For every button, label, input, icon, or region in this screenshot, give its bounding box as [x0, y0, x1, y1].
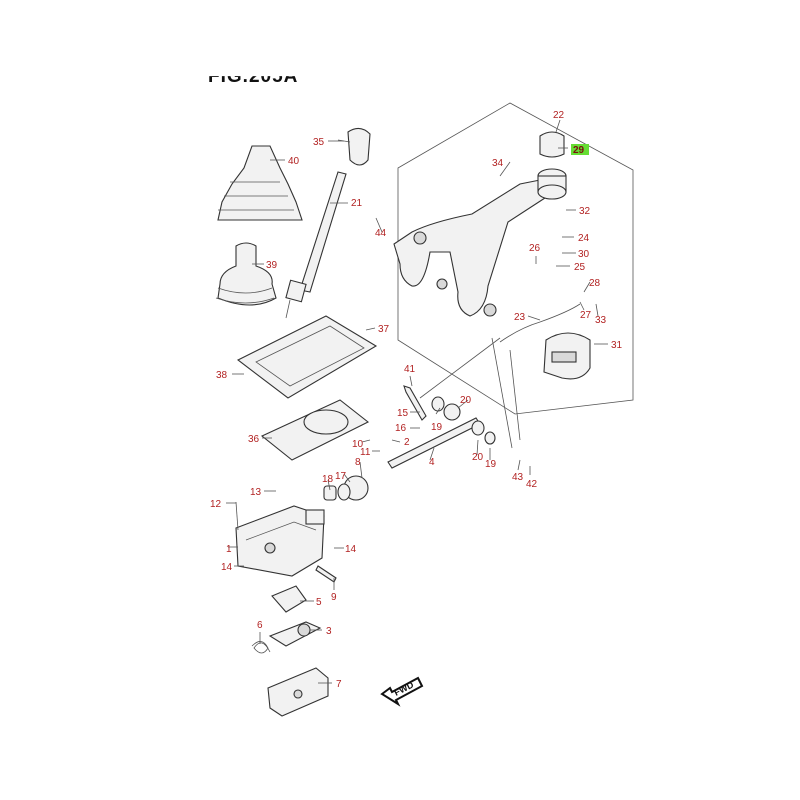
callout-13: 13: [250, 487, 262, 498]
callout-1: 1: [226, 544, 232, 555]
callout-17: 17: [335, 471, 347, 482]
callout-22: 22: [553, 110, 565, 121]
callout-14b: 14: [221, 562, 233, 573]
callout-11: 11: [360, 447, 371, 458]
shift-lever: [285, 171, 347, 319]
shift-bracket: [393, 177, 551, 317]
callout-26: 26: [529, 243, 541, 254]
figure-title: FIG.205A: [208, 66, 299, 87]
assembly-frame: [397, 102, 634, 415]
callout-40: 40: [288, 156, 300, 167]
shift-arm: [268, 621, 322, 647]
callout-5: 5: [316, 597, 322, 608]
bushing-cup: [537, 131, 567, 200]
callout-33: 33: [595, 315, 607, 326]
bracket-base: [267, 667, 329, 717]
callout-10: 10: [352, 439, 364, 450]
callout-21: 21: [351, 198, 363, 209]
callout-36: 36: [248, 434, 260, 445]
select-lever: [271, 585, 307, 613]
highlight-marker: [571, 144, 589, 155]
callout-25: 25: [574, 262, 586, 273]
lower-bracket: [236, 315, 378, 399]
cable-housing: [543, 332, 591, 380]
callout-31: 31: [611, 340, 623, 351]
callout-38: 38: [216, 370, 228, 381]
callout-12: 12: [210, 499, 222, 510]
callout-35: 35: [313, 137, 325, 148]
fwd-arrow: FWD: [380, 676, 424, 707]
callout-41: 41: [404, 364, 416, 375]
return-spring: [251, 641, 271, 654]
callout-15: 15: [397, 408, 409, 419]
shift-knob: [337, 127, 371, 166]
callout-42: 42: [526, 479, 538, 490]
callout-3: 3: [326, 626, 332, 637]
callout-19b: 19: [485, 459, 497, 470]
callout-4: 4: [429, 457, 435, 468]
callout-34: 34: [492, 158, 504, 169]
callout-27: 27: [580, 310, 592, 321]
callout-8: 8: [355, 457, 361, 468]
callout-29: 29: [573, 145, 585, 156]
callout-19a: 19: [431, 422, 443, 433]
bolt-41: [403, 385, 427, 421]
callout-18: 18: [322, 474, 334, 485]
callout-14a: 14: [345, 544, 357, 555]
callout-24: 24: [578, 233, 590, 244]
callout-7: 7: [336, 679, 342, 690]
callout-16: 16: [395, 423, 407, 434]
callout-37: 37: [378, 324, 390, 335]
callout-32: 32: [579, 206, 591, 217]
shift-boot-inner: [215, 242, 277, 306]
callout-23: 23: [514, 312, 526, 323]
callout-28: 28: [589, 278, 601, 289]
callout-43: 43: [512, 472, 524, 483]
callout-6: 6: [257, 620, 263, 631]
shift-housing: [235, 505, 325, 577]
callout-2: 2: [404, 437, 410, 448]
bolt-9: [315, 565, 337, 583]
callout-39: 39: [266, 260, 278, 271]
callout-9: 9: [331, 592, 337, 603]
callout-30: 30: [578, 249, 590, 260]
shift-boot-outer: [217, 145, 303, 221]
callout-44: 44: [375, 228, 387, 239]
gasket-plate: [260, 399, 370, 461]
callout-20a: 20: [460, 395, 472, 406]
callout-20b: 20: [472, 452, 484, 463]
